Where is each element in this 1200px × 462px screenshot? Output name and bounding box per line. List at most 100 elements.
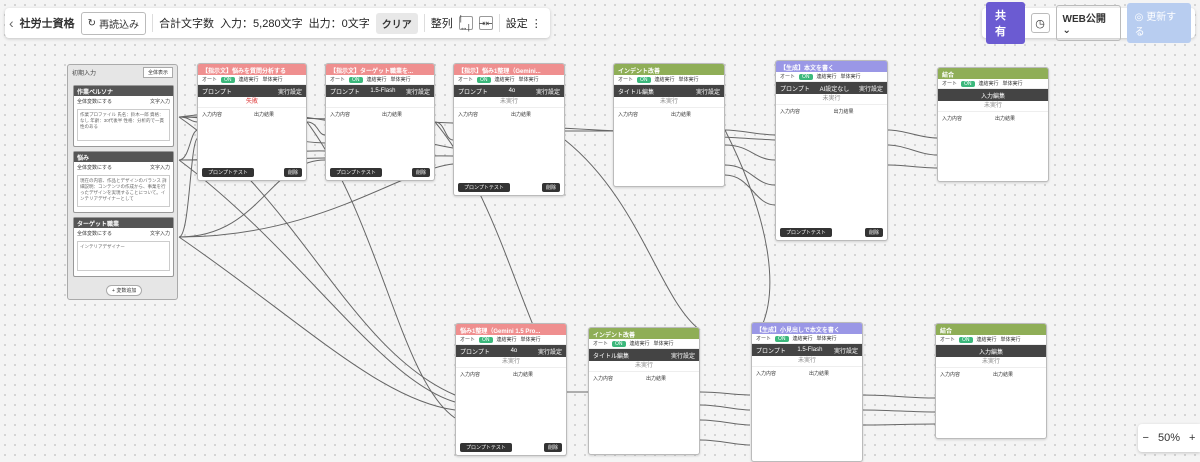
auto-toggle[interactable]: ON: [479, 336, 493, 343]
run-single-button[interactable]: 単体実行: [262, 77, 283, 83]
prompt-test-button[interactable]: プロンプトテスト: [458, 183, 510, 192]
auto-toggle[interactable]: ON: [959, 336, 973, 343]
history-clock-icon[interactable]: ◷: [1030, 13, 1050, 33]
global-var-checkbox[interactable]: 全体変数にする: [77, 99, 113, 105]
run-single-button[interactable]: 単体実行: [653, 341, 674, 347]
model-select[interactable]: 4o: [510, 348, 518, 354]
title-edit-tab[interactable]: タイトル編集: [593, 353, 630, 360]
run-connected-button[interactable]: 連結実行: [494, 77, 515, 83]
reload-button[interactable]: ↻再読込み: [80, 11, 147, 35]
settings-button[interactable]: 実行設定: [405, 89, 430, 96]
model-select[interactable]: AI設定なし: [819, 86, 850, 93]
auto-toggle[interactable]: ON: [612, 340, 626, 347]
zoom-out-button[interactable]: −: [1142, 432, 1149, 444]
run-connected-button[interactable]: 連結実行: [496, 337, 517, 343]
run-connected-button[interactable]: 連結実行: [366, 77, 387, 83]
text-input-button[interactable]: 文字入力: [149, 165, 170, 171]
model-select[interactable]: 4o: [508, 88, 516, 94]
auto-toggle[interactable]: ON: [799, 73, 813, 80]
prompt-button[interactable]: プロンプト: [202, 89, 232, 96]
run-single-button[interactable]: 単体実行: [840, 74, 861, 80]
prompt-button[interactable]: プロンプト: [756, 348, 786, 355]
settings-button[interactable]: 実行設定: [858, 86, 883, 93]
auto-toggle[interactable]: ON: [477, 76, 491, 83]
delete-button[interactable]: 削除: [864, 228, 883, 237]
auto-toggle[interactable]: ON: [961, 80, 975, 87]
delete-button[interactable]: 削除: [411, 168, 430, 177]
run-connected-button[interactable]: 連結実行: [976, 337, 997, 343]
settings-tab[interactable]: 実行設定: [695, 89, 720, 96]
auto-toggle[interactable]: ON: [775, 335, 789, 342]
variable-text[interactable]: 作業プロファイル 氏名：鈴木一郎 資格：なし 年齢：30代後半 性格：分析的で一…: [77, 109, 170, 141]
global-var-checkbox[interactable]: 全体変数にする: [77, 165, 113, 171]
auto-toggle[interactable]: ON: [637, 76, 651, 83]
model-select[interactable]: 1.5-Flash: [370, 88, 396, 94]
auto-toggle[interactable]: ON: [349, 76, 363, 83]
output-chars: 出力：0文字: [308, 18, 370, 30]
prompt-button[interactable]: プロンプト: [460, 349, 490, 356]
settings-button[interactable]: 実行設定: [535, 89, 560, 96]
text-input-button[interactable]: 文字入力: [149, 231, 170, 237]
delete-button[interactable]: 削除: [283, 168, 302, 177]
align-collapse-icon[interactable]: ⇥⇤: [478, 16, 493, 30]
run-connected-button[interactable]: 連結実行: [238, 77, 259, 83]
run-single-button[interactable]: 単体実行: [518, 77, 539, 83]
model-select[interactable]: 1.5-Flash: [797, 347, 823, 353]
share-button[interactable]: 共有: [986, 2, 1025, 44]
settings-button[interactable]: 実行設定: [833, 348, 858, 355]
zoom-in-button[interactable]: +: [1189, 432, 1196, 444]
delete-button[interactable]: 削除: [541, 183, 560, 192]
prompt-test-button[interactable]: プロンプトテスト: [780, 228, 832, 237]
update-button[interactable]: ◎ 更新する: [1126, 3, 1191, 43]
add-variable-button[interactable]: + 変数追加: [106, 285, 143, 296]
run-connected-button[interactable]: 連結実行: [654, 77, 675, 83]
settings-button[interactable]: 実行設定: [277, 89, 302, 96]
back-chevron-icon[interactable]: ‹: [9, 15, 14, 31]
run-single-button[interactable]: 単体実行: [390, 77, 411, 83]
run-connected-button[interactable]: 連結実行: [792, 336, 813, 342]
output-col: 出力結果: [382, 112, 403, 118]
prompt-button[interactable]: プロンプト: [458, 89, 488, 96]
input-edit-tab[interactable]: 入力編集: [978, 349, 1003, 356]
variable-text[interactable]: インテリアデザイナー: [77, 241, 170, 271]
auto-toggle[interactable]: ON: [221, 76, 235, 83]
run-single-button[interactable]: 単体実行: [678, 77, 699, 83]
input-edit-tab[interactable]: 入力編集: [980, 93, 1005, 100]
title-edit-tab[interactable]: タイトル編集: [618, 89, 655, 96]
panel-view-button[interactable]: 全体表示: [142, 67, 173, 78]
run-single-button[interactable]: 単体実行: [520, 337, 541, 343]
run-single-button[interactable]: 単体実行: [1002, 81, 1023, 87]
run-connected-button[interactable]: 連結実行: [978, 81, 999, 87]
delete-button[interactable]: 削除: [543, 443, 562, 452]
run-single-button[interactable]: 単体実行: [816, 336, 837, 342]
prompt-test-button[interactable]: プロンプトテスト: [330, 168, 382, 177]
settings-button[interactable]: 実行設定: [537, 349, 562, 356]
prompt-button[interactable]: プロンプト: [330, 89, 360, 96]
settings-tab[interactable]: 実行設定: [670, 353, 695, 360]
run-connected-button[interactable]: 連結実行: [816, 74, 837, 80]
prompt-test-button[interactable]: プロンプトテスト: [460, 443, 512, 452]
variable-text[interactable]: 現在の内容、作品とデザインのバランス 詳細説明：コンテンツの作成から、事業を行っ…: [77, 175, 170, 207]
prompt-test-button[interactable]: プロンプトテスト: [202, 168, 254, 177]
run-single-button[interactable]: 単体実行: [1000, 337, 1021, 343]
web-publish-button[interactable]: WEB公開 ⌄: [1055, 5, 1121, 41]
settings-menu[interactable]: 設定 ⋮: [506, 15, 542, 31]
align-horizontal-icon[interactable]: |↔|: [458, 14, 473, 32]
clear-button[interactable]: クリア: [375, 12, 418, 34]
global-var-checkbox[interactable]: 全体変数にする: [77, 231, 113, 237]
run-connected-button[interactable]: 連結実行: [629, 341, 650, 347]
text-input-button[interactable]: 文字入力: [149, 99, 170, 105]
prompt-button[interactable]: プロンプト: [780, 86, 810, 93]
